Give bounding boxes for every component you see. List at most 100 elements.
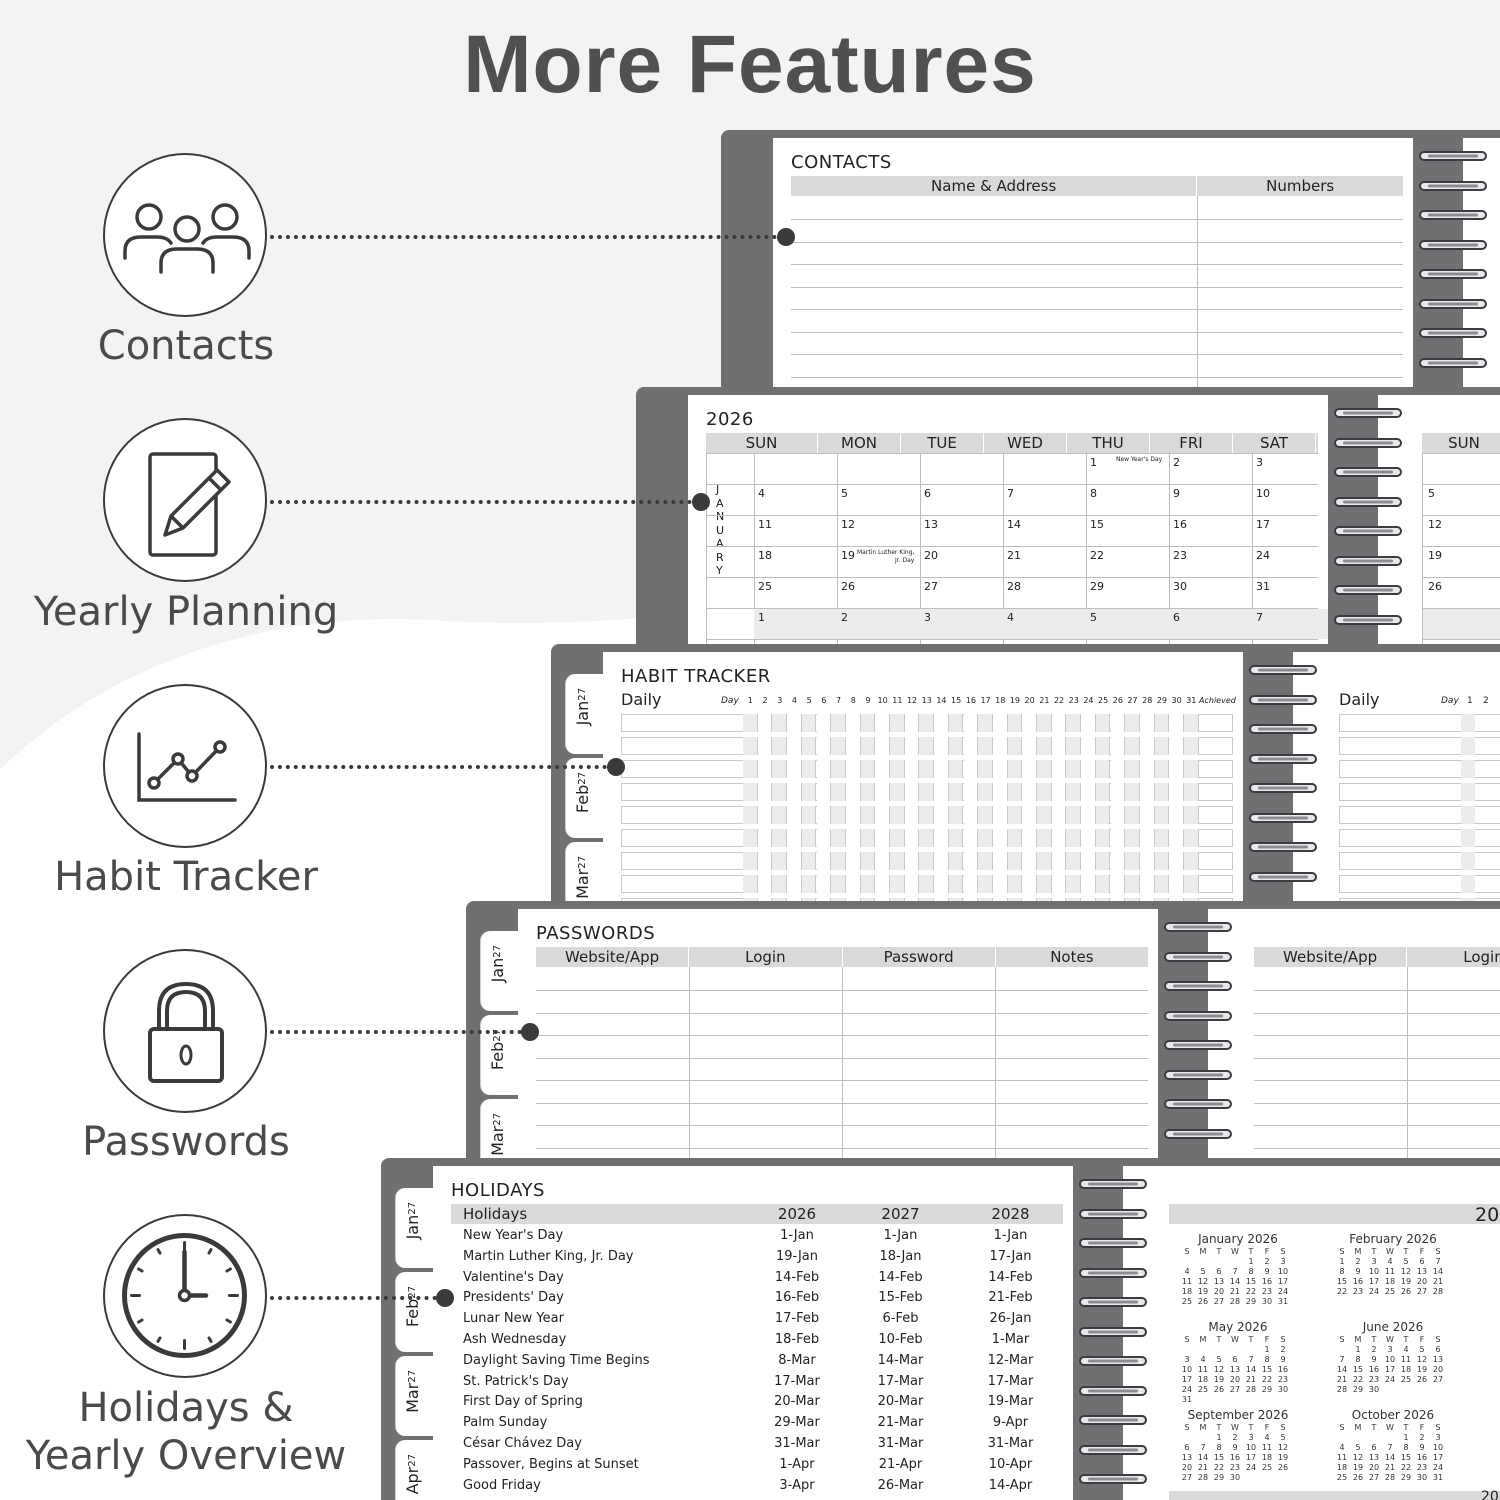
clock-tick bbox=[137, 1267, 144, 1273]
habit-day-number: 23 bbox=[1068, 696, 1079, 705]
clock-tick bbox=[207, 1336, 213, 1343]
spiral-ring bbox=[1334, 555, 1402, 566]
month-tab-shape bbox=[395, 1272, 436, 1352]
month-tab-year: 27 bbox=[577, 856, 588, 869]
mini-date: 22 bbox=[1336, 1287, 1348, 1296]
habit-cell bbox=[1066, 783, 1082, 801]
holiday-note: Jr. Day bbox=[895, 557, 915, 564]
habit-day-number: 19 bbox=[1009, 696, 1021, 705]
mini-date: 15 bbox=[1400, 1453, 1412, 1462]
habit-cell bbox=[1169, 806, 1184, 824]
mini-date: 15 bbox=[1261, 1365, 1273, 1374]
contacts-notebook: CONTACTS Name & Address Numbers bbox=[721, 130, 1500, 390]
month-tab-year: 27 bbox=[492, 1113, 503, 1126]
mini-date: 22 bbox=[1213, 1463, 1225, 1472]
habit-cell bbox=[801, 737, 817, 755]
mini-date: 30 bbox=[1277, 1385, 1289, 1394]
mini-date: 20 bbox=[1213, 1287, 1225, 1296]
mini-date bbox=[1179, 1345, 1195, 1355]
habit-cell bbox=[1081, 806, 1096, 824]
month-tab-year: 27 bbox=[407, 1202, 418, 1215]
habit-cell bbox=[801, 852, 817, 870]
mini-date: 12 bbox=[1197, 1277, 1209, 1286]
mini-date: 17 bbox=[1384, 1365, 1396, 1374]
mini-date: 27 bbox=[1416, 1287, 1428, 1296]
spiral-ring bbox=[1079, 1415, 1147, 1425]
habit-cell bbox=[1110, 783, 1126, 801]
mini-date: 28 bbox=[1384, 1473, 1396, 1482]
habit-cell bbox=[992, 760, 1008, 778]
habit-cell bbox=[948, 714, 964, 732]
holiday-note: Martin Luther King, bbox=[857, 549, 915, 556]
passwords-next-col-login: Login bbox=[1463, 948, 1500, 966]
habit-cell bbox=[919, 829, 935, 847]
contacts-page: CONTACTS Name & Address Numbers bbox=[773, 138, 1413, 390]
habit-cell bbox=[772, 760, 788, 778]
contacts-line bbox=[791, 376, 1403, 378]
mini-date bbox=[1227, 1345, 1243, 1355]
calendar-date: 20 bbox=[924, 549, 938, 562]
holiday-date-2028: 10-Apr bbox=[988, 1456, 1033, 1472]
habit-cell bbox=[1184, 852, 1199, 870]
habit-cell bbox=[1051, 806, 1067, 824]
habit-cell bbox=[1125, 714, 1140, 732]
habit-cell bbox=[860, 714, 876, 732]
mini-date: 18 bbox=[1400, 1365, 1412, 1374]
habit-cell bbox=[1037, 783, 1052, 801]
month-letter: N bbox=[716, 510, 725, 523]
calendar-date: 5 bbox=[1428, 487, 1435, 500]
holiday-date-2027: 15-Feb bbox=[878, 1290, 923, 1306]
mini-date: 7 bbox=[1200, 1443, 1206, 1452]
mini-date: 19 bbox=[1400, 1277, 1412, 1286]
spiral-ring bbox=[1164, 1040, 1232, 1050]
habit-cell bbox=[816, 875, 832, 893]
mini-date: 19 bbox=[1213, 1375, 1225, 1384]
mini-date: 15 bbox=[1213, 1453, 1225, 1462]
habit-cell bbox=[1169, 783, 1184, 801]
habit-cell bbox=[875, 875, 890, 893]
habit-cell bbox=[816, 806, 832, 824]
mini-date: 18 bbox=[1336, 1463, 1348, 1472]
mini-date: 12 bbox=[1352, 1453, 1364, 1462]
mini-date: 26 bbox=[1213, 1385, 1225, 1394]
connector-contacts bbox=[270, 235, 785, 239]
contacts-header: Name & Address Numbers bbox=[791, 176, 1403, 196]
holiday-date-2026: 1-Apr bbox=[779, 1456, 815, 1472]
habit-cell bbox=[831, 829, 846, 847]
mini-date: 7 bbox=[1232, 1267, 1238, 1276]
holidays-header: Holidays 2026 2027 2028 bbox=[451, 1204, 1063, 1224]
spiral-ring bbox=[1079, 1444, 1147, 1455]
month-tab-label: Feb bbox=[573, 784, 592, 814]
feb-shade bbox=[1423, 609, 1500, 639]
feature-label-habit-tracker: Habit Tracker bbox=[54, 854, 318, 900]
habit-day-number: 18 bbox=[995, 696, 1006, 705]
calendar-date: 24 bbox=[1256, 549, 1270, 562]
mini-date bbox=[1334, 1433, 1350, 1443]
line-chart-icon bbox=[103, 684, 267, 848]
habit-cell bbox=[1037, 806, 1052, 824]
mini-date: 16 bbox=[1277, 1365, 1289, 1374]
spiral-ring bbox=[1079, 1326, 1147, 1337]
holiday-name: Good Friday bbox=[463, 1477, 541, 1493]
calendar-date: 19 bbox=[1428, 549, 1442, 562]
mini-dow: W bbox=[1386, 1247, 1394, 1256]
holiday-date-2028: 17-Mar bbox=[987, 1373, 1034, 1389]
mini-date: 25 bbox=[1336, 1473, 1348, 1482]
mini-date: 19 bbox=[1416, 1365, 1428, 1374]
mini-dow: S bbox=[1435, 1335, 1441, 1344]
mini-date: 23 bbox=[1368, 1375, 1380, 1384]
mini-dow: W bbox=[1231, 1335, 1239, 1344]
mini-date bbox=[1398, 1385, 1414, 1395]
mini-date: 8 bbox=[1216, 1443, 1222, 1452]
mini-date: 26 bbox=[1400, 1287, 1412, 1296]
habit-cell bbox=[1125, 737, 1140, 755]
month-letter: A bbox=[716, 537, 724, 550]
habit-cell bbox=[743, 852, 758, 870]
holiday-date-2028: 19-Mar bbox=[987, 1394, 1034, 1410]
